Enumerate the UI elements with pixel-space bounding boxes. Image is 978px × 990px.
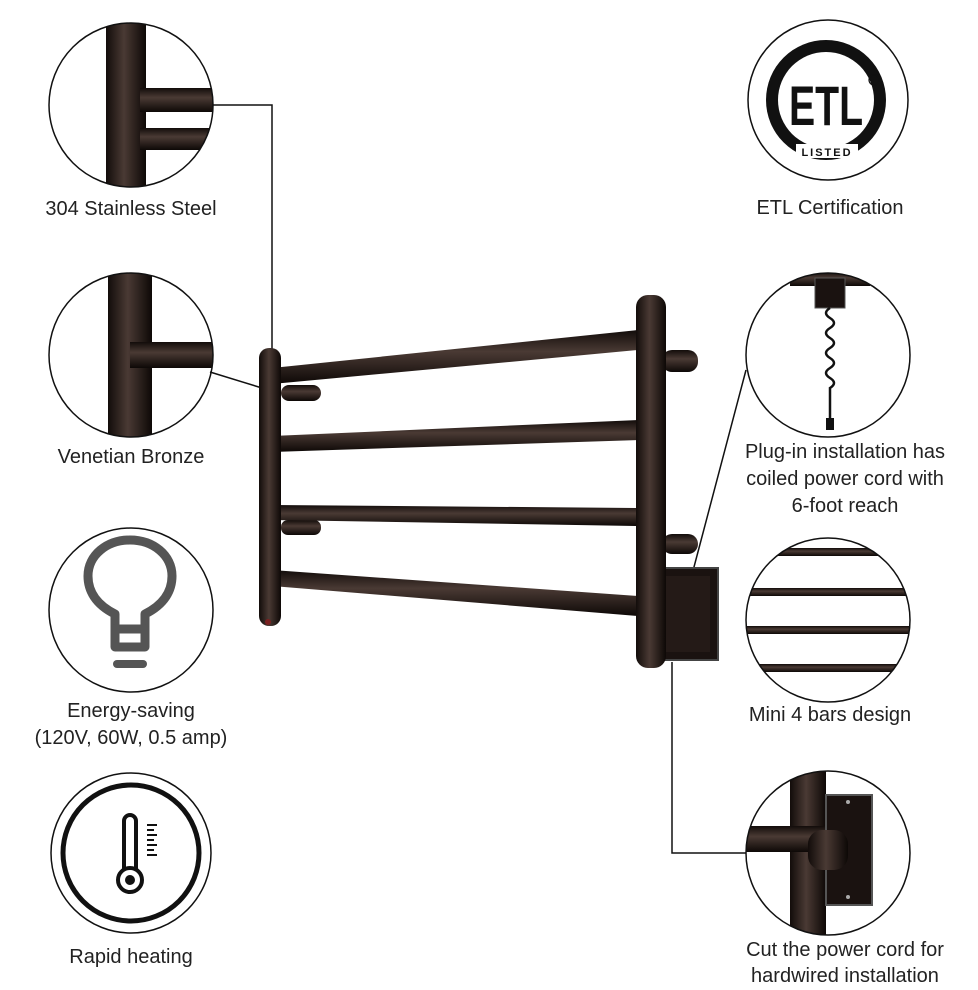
plugin-label-line-2: coiled power cord with xyxy=(746,468,944,490)
feature-circle-certification: ETL LISTED xyxy=(747,19,909,181)
towel-rack xyxy=(259,295,719,668)
callout-lines xyxy=(209,104,747,854)
thermometer-icon xyxy=(116,813,157,894)
energy-label: Energy-saving xyxy=(67,700,195,722)
energy-sublabel: (120V, 60W, 0.5 amp) xyxy=(34,727,228,749)
certification-label: ETL Certification xyxy=(756,197,904,219)
etl-logo-subtext: LISTED xyxy=(801,147,852,159)
hardwired-label-line-2: hardwired installation xyxy=(751,965,939,987)
finish-label: Venetian Bronze xyxy=(57,446,205,468)
feature-circle-energy xyxy=(48,527,214,693)
feature-circle-material xyxy=(48,22,214,188)
feature-circle-heating xyxy=(50,772,212,934)
plugin-label-line-1: Plug-in installation has xyxy=(744,441,946,463)
etl-logo: ETL LISTED xyxy=(766,40,886,160)
bars-label: Mini 4 bars design xyxy=(748,704,912,726)
etl-logo-text: ETL xyxy=(789,74,863,137)
registered-mark-icon xyxy=(868,74,880,86)
feature-circle-plugin xyxy=(745,272,911,438)
hardwired-label-line-1: Cut the power cord for xyxy=(746,939,944,961)
feature-circle-hardwired xyxy=(745,770,911,936)
material-label: 304 Stainless Steel xyxy=(45,198,217,220)
lightbulb-icon xyxy=(83,535,177,652)
plugin-label-line-3: 6-foot reach xyxy=(791,495,899,517)
heating-label: Rapid heating xyxy=(69,946,193,968)
feature-circle-bars xyxy=(745,537,911,703)
feature-circle-finish xyxy=(48,272,214,438)
